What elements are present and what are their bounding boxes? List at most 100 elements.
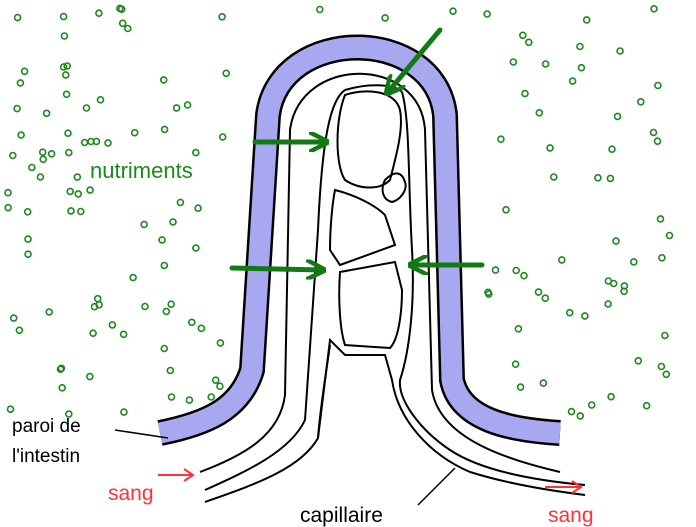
nutrient-particle bbox=[617, 48, 623, 54]
nutrient-particle bbox=[663, 371, 669, 377]
nutrient-particle bbox=[659, 255, 665, 261]
nutrient-particle bbox=[120, 20, 126, 26]
nutrient-particle bbox=[95, 296, 101, 302]
nutrient-particle bbox=[29, 165, 35, 171]
nutrient-particle bbox=[161, 77, 167, 83]
nutrient-particle bbox=[638, 99, 644, 105]
nutrient-particle bbox=[61, 14, 67, 20]
nutrient-particle bbox=[613, 238, 619, 244]
nutrient-particle bbox=[520, 32, 526, 38]
nutrient-particle bbox=[522, 91, 528, 97]
label-wall-line2: l'intestin bbox=[12, 446, 80, 467]
nutrient-particle bbox=[582, 313, 588, 319]
nutrient-particle bbox=[513, 268, 519, 274]
nutrient-particle bbox=[87, 374, 93, 380]
nutrient-particle bbox=[658, 216, 664, 222]
label-capillary: capillaire bbox=[300, 504, 383, 527]
nutrient-particle bbox=[655, 83, 661, 89]
nutrient-particle bbox=[540, 380, 546, 386]
nutrient-particle bbox=[186, 397, 192, 403]
nutrient-particle bbox=[90, 330, 96, 336]
nutrient-particle bbox=[607, 175, 613, 181]
nutrient-particle bbox=[662, 333, 668, 339]
nutrient-particle bbox=[66, 150, 72, 156]
nutrient-particle bbox=[615, 113, 621, 119]
nutrient-particle bbox=[162, 126, 168, 132]
arrow-left-lower bbox=[232, 268, 322, 270]
nutrient-particle bbox=[10, 153, 16, 159]
nutrient-particle bbox=[65, 130, 71, 136]
nutrient-particle bbox=[217, 340, 223, 346]
nutrient-particle bbox=[87, 187, 93, 193]
nutrient-particle bbox=[584, 17, 590, 23]
nutrient-particle bbox=[14, 106, 20, 112]
nutrient-particles bbox=[5, 5, 673, 420]
nutrient-particle bbox=[510, 59, 516, 65]
nutrient-particle bbox=[542, 295, 548, 301]
nutrient-particle bbox=[577, 44, 583, 50]
nutrient-particle bbox=[608, 394, 614, 400]
nutrient-particle bbox=[84, 105, 90, 111]
nutrient-particle bbox=[75, 191, 81, 197]
nutrient-particle bbox=[170, 219, 176, 225]
nutrient-particle bbox=[484, 11, 490, 17]
nutrient-particle bbox=[161, 346, 167, 352]
nutrient-particle bbox=[518, 384, 524, 390]
nutrient-particle bbox=[169, 394, 175, 400]
nutrient-particle bbox=[16, 327, 22, 333]
nutrient-particle bbox=[49, 151, 55, 157]
nutrient-particle bbox=[498, 136, 504, 142]
nutrient-particle bbox=[18, 132, 24, 138]
nutrient-particle bbox=[121, 331, 127, 337]
nutrient-particle bbox=[569, 409, 575, 415]
nutrient-particle bbox=[46, 309, 52, 315]
nutrient-particle bbox=[25, 236, 31, 242]
nutrient-particle bbox=[223, 70, 229, 76]
nutrient-particle bbox=[64, 91, 70, 97]
nutrient-particle bbox=[159, 237, 165, 243]
nutrient-particle bbox=[22, 68, 28, 74]
nutrient-particle bbox=[109, 322, 115, 328]
nutrient-particle bbox=[635, 358, 641, 364]
nutrient-particle bbox=[67, 188, 73, 194]
nutrient-particle bbox=[667, 233, 673, 239]
nutrient-particle bbox=[132, 130, 138, 136]
nutrient-particle bbox=[559, 257, 565, 263]
nutrient-particle bbox=[40, 149, 46, 155]
nutrient-particle bbox=[655, 138, 661, 144]
nutrient-particle bbox=[536, 289, 542, 295]
nutrient-particle bbox=[578, 65, 584, 71]
nutrient-particle bbox=[44, 110, 50, 116]
nutrient-particle bbox=[317, 7, 323, 13]
label-blood-out: sang bbox=[548, 504, 594, 527]
nutrient-particle bbox=[198, 325, 204, 331]
nutrient-particle bbox=[547, 145, 553, 151]
nutrient-particle bbox=[551, 174, 557, 180]
nutrient-particle bbox=[651, 130, 657, 136]
nutrient-particle bbox=[577, 413, 583, 419]
label-wall-line1: paroi de bbox=[12, 416, 81, 437]
nutrient-particle bbox=[515, 326, 521, 332]
nutrient-particle bbox=[651, 6, 657, 12]
nutrient-particle bbox=[213, 377, 219, 383]
nutrient-particle bbox=[513, 361, 519, 367]
nutrient-particle bbox=[208, 394, 214, 400]
nutrient-particle bbox=[5, 205, 11, 211]
nutrient-particle bbox=[193, 245, 199, 251]
nutrient-particle bbox=[37, 174, 43, 180]
nutrient-particle bbox=[142, 304, 148, 310]
label-nutrients: nutriments bbox=[90, 158, 193, 183]
nutrient-particle bbox=[15, 15, 21, 21]
nutrient-particle bbox=[567, 310, 573, 316]
nutrient-particle bbox=[536, 110, 542, 116]
nutrient-particle bbox=[644, 403, 650, 409]
nutrient-particle bbox=[17, 80, 23, 86]
nutrient-particle bbox=[217, 383, 223, 389]
blood-flow-arrows bbox=[158, 469, 581, 493]
nutrient-particle bbox=[167, 368, 173, 374]
nutrient-particle bbox=[59, 385, 65, 391]
nutrient-particle bbox=[631, 259, 637, 265]
nutrient-particle bbox=[5, 190, 11, 196]
nutrient-particle bbox=[219, 14, 225, 20]
